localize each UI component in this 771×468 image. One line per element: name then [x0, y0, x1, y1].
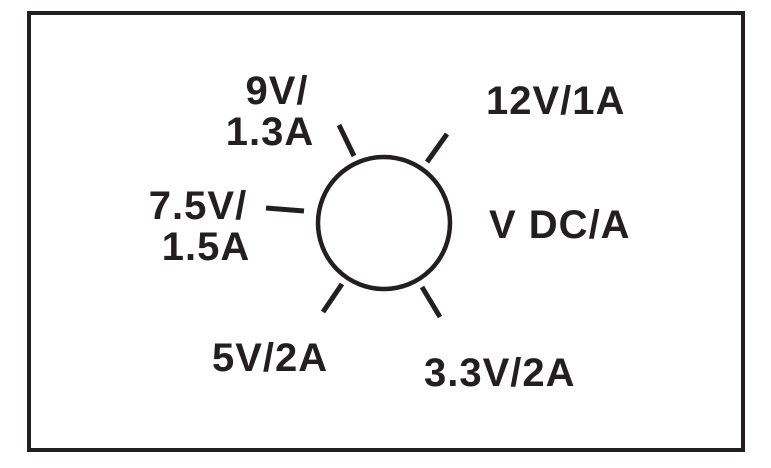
tick-12v-icon	[424, 132, 450, 164]
unit-label: V DC/A	[489, 203, 631, 247]
tick-3-3v-icon	[419, 285, 443, 319]
label-5v: 5V/2A	[212, 336, 328, 380]
selector-knob	[315, 154, 453, 292]
label-3-3v: 3.3V/2A	[424, 351, 576, 395]
tick-7-5v-icon	[265, 205, 305, 214]
label-7-5v-line1: 7.5V/	[149, 184, 247, 228]
label-9v-line2: 1.3A	[226, 110, 315, 154]
outer-border	[27, 11, 745, 452]
label-7-5v-line2: 1.5A	[162, 225, 251, 269]
label-9v-line1: 9V/	[245, 69, 308, 113]
tick-5v-icon	[320, 282, 345, 314]
label-12v: 12V/1A	[486, 79, 625, 123]
tick-9v-icon	[336, 123, 357, 158]
